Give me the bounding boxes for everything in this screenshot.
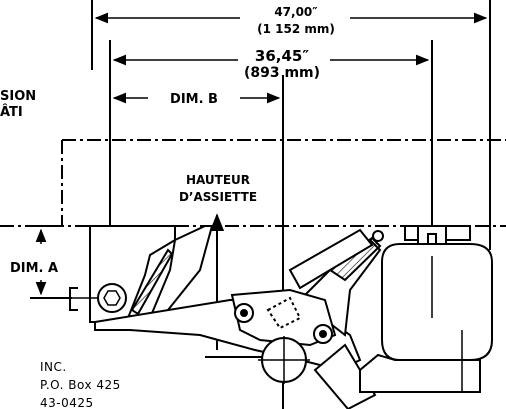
frame-dim-line1: SION — [0, 89, 36, 104]
vehicle-frame — [0, 139, 506, 227]
company-address: INC. P.O. Box 425 43-0425 — [40, 360, 121, 409]
address-line2: P.O. Box 425 — [40, 378, 121, 392]
axle-seat — [230, 288, 337, 347]
dim-a-dimension: DIM. A — [10, 225, 72, 299]
pivot-bolt — [69, 283, 127, 313]
overall-dim-mm: (1 152 mm) — [257, 22, 335, 36]
frame-dimension-label: SION ÂTI — [0, 89, 36, 120]
axle-dim-inches: 36,45″ — [255, 47, 309, 65]
overall-dim-inches: 47,00″ — [274, 5, 318, 19]
ride-height-line1: HAUTEUR — [186, 173, 250, 187]
axle — [258, 336, 310, 384]
overall-dimension: 47,00″ (1 152 mm) — [91, 0, 491, 250]
dim-b-label: DIM. B — [170, 92, 218, 107]
frame-dim-line2: ÂTI — [0, 104, 23, 120]
ride-height-line2: D’ASSIETTE — [179, 190, 257, 204]
axle-to-spring-dimension: 36,45″ (893 mm) — [109, 40, 433, 300]
hanger-bracket — [89, 225, 214, 323]
address-line1: INC. — [40, 360, 67, 374]
dim-a-label: DIM. A — [10, 261, 58, 276]
axle-dim-mm: (893 mm) — [244, 65, 320, 81]
air-spring — [359, 225, 493, 393]
shock-absorber — [288, 228, 384, 290]
address-line3: 43-0425 — [40, 396, 94, 409]
